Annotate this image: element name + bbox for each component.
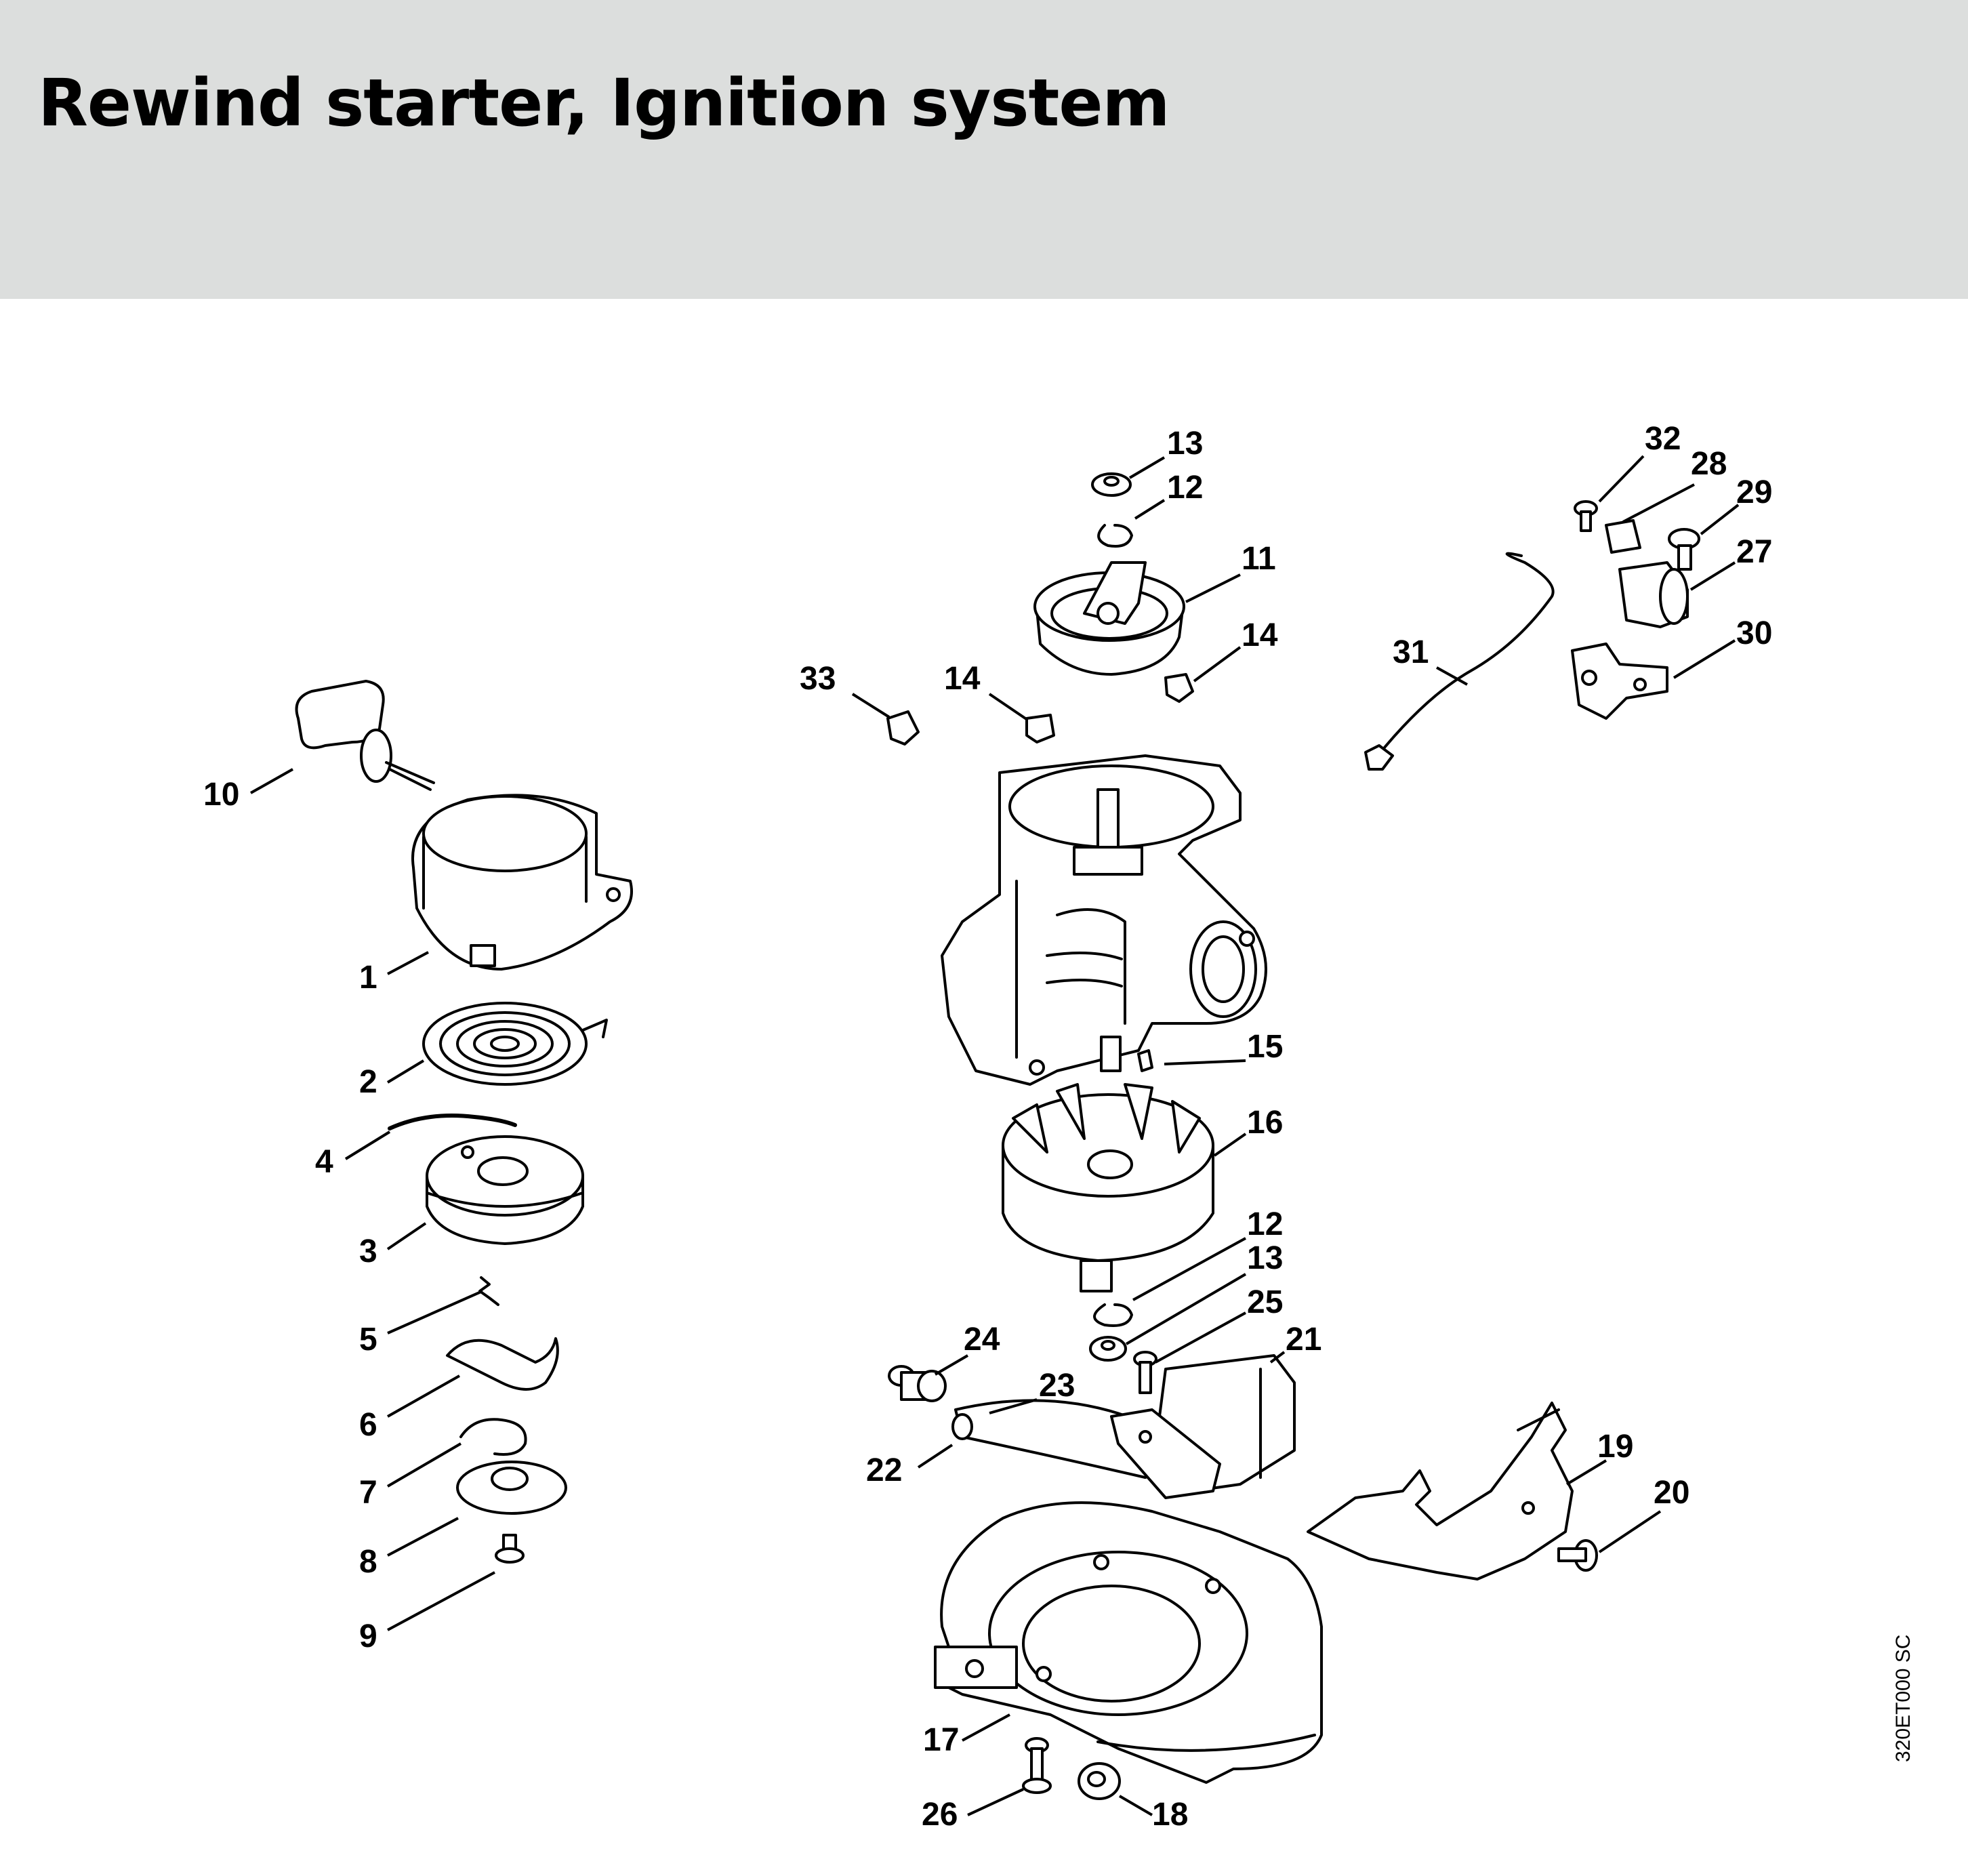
buffer-33-part: [886, 710, 920, 746]
callout-10: 10: [203, 777, 239, 813]
starter-grip-part: [295, 680, 435, 791]
callout-numbers: 1 2 3 4 5 6 7 8 9 10 11 12 13 14 14 33 1…: [203, 421, 1772, 1833]
drawing-code: 320ET000 SC: [1892, 1634, 1914, 1762]
condenser-27-part: [1618, 561, 1689, 628]
callout-28: 28: [1691, 446, 1727, 482]
callout-9: 9: [359, 1618, 377, 1654]
callout-14-left: 14: [944, 661, 981, 697]
header-band: [0, 0, 1968, 299]
callout-29: 29: [1736, 474, 1772, 510]
callout-33: 33: [800, 661, 836, 697]
buffer-14-left-part: [1025, 714, 1055, 743]
leader-lines: [250, 455, 1740, 1816]
callout-20: 20: [1654, 1475, 1689, 1511]
callout-12-top: 12: [1167, 470, 1203, 506]
ignition-wire-31-part: [1364, 552, 1555, 771]
callout-32: 32: [1645, 421, 1681, 457]
ignition-module-21-part: [1110, 1354, 1296, 1499]
callout-11: 11: [1242, 541, 1276, 577]
callout-25: 25: [1247, 1284, 1283, 1320]
washer-part: [456, 1461, 567, 1515]
nut-13-top-part: [1091, 472, 1132, 497]
callout-19: 19: [1597, 1429, 1633, 1465]
screw-9-part: [495, 1534, 525, 1564]
callout-27: 27: [1736, 534, 1772, 570]
callout-4: 4: [315, 1144, 333, 1180]
flywheel-part: [1002, 1083, 1214, 1292]
callout-31: 31: [1393, 634, 1429, 670]
fan-housing-17-part: [934, 1501, 1323, 1784]
key-15-part: [1137, 1049, 1153, 1072]
callout-22: 22: [866, 1452, 902, 1488]
callout-13-bottom: 13: [1247, 1240, 1283, 1276]
callout-30: 30: [1736, 615, 1772, 651]
fan-housing-cover-part: [411, 794, 633, 971]
callout-12-bottom: 12: [1247, 1206, 1283, 1242]
pawl-carrier-part: [1033, 561, 1185, 676]
sleeve-24-part: [888, 1365, 947, 1402]
callout-23: 23: [1039, 1368, 1075, 1404]
callout-7: 7: [359, 1475, 377, 1511]
grommet-18-part: [1078, 1762, 1121, 1800]
callout-3: 3: [359, 1233, 377, 1269]
nut-13-bottom-part: [1089, 1336, 1127, 1362]
pawl-spring-part: [478, 1276, 499, 1306]
rewind-spring-part: [422, 1002, 608, 1086]
callout-15: 15: [1247, 1029, 1283, 1065]
callout-17: 17: [923, 1722, 959, 1758]
rope-rotor-part: [426, 1135, 584, 1245]
plate-28-part: [1605, 519, 1641, 554]
spring-clip-part: [459, 1418, 527, 1456]
screw-20-part: [1557, 1539, 1598, 1572]
callout-21: 21: [1286, 1322, 1321, 1358]
callout-26: 26: [922, 1797, 958, 1833]
callout-2: 2: [359, 1064, 377, 1100]
buffer-14-right-part: [1164, 673, 1194, 703]
callout-24: 24: [964, 1322, 1000, 1358]
shroud-19-part: [1307, 1402, 1574, 1581]
spring-washer-12-top-part: [1097, 524, 1133, 548]
screw-26-part: [1022, 1737, 1052, 1794]
engine-crankcase: [941, 754, 1267, 1086]
callout-14-right: 14: [1242, 617, 1278, 653]
callout-16: 16: [1247, 1105, 1283, 1141]
callout-8: 8: [359, 1544, 377, 1580]
starter-rope-part: [388, 1114, 517, 1130]
callout-5: 5: [359, 1322, 377, 1358]
callout-1: 1: [359, 960, 377, 996]
spring-washer-12-bottom-part: [1093, 1303, 1133, 1327]
contact-points-30-part: [1571, 643, 1668, 720]
page-title: Rewind starter, Ignition system: [38, 65, 1170, 141]
callout-13-top: 13: [1167, 426, 1203, 462]
callout-6: 6: [359, 1407, 377, 1443]
screw-25-part: [1133, 1351, 1157, 1394]
screw-29-part: [1668, 528, 1700, 571]
pawl-part: [446, 1337, 559, 1391]
screw-32-part: [1574, 500, 1598, 532]
callout-18: 18: [1152, 1797, 1188, 1833]
